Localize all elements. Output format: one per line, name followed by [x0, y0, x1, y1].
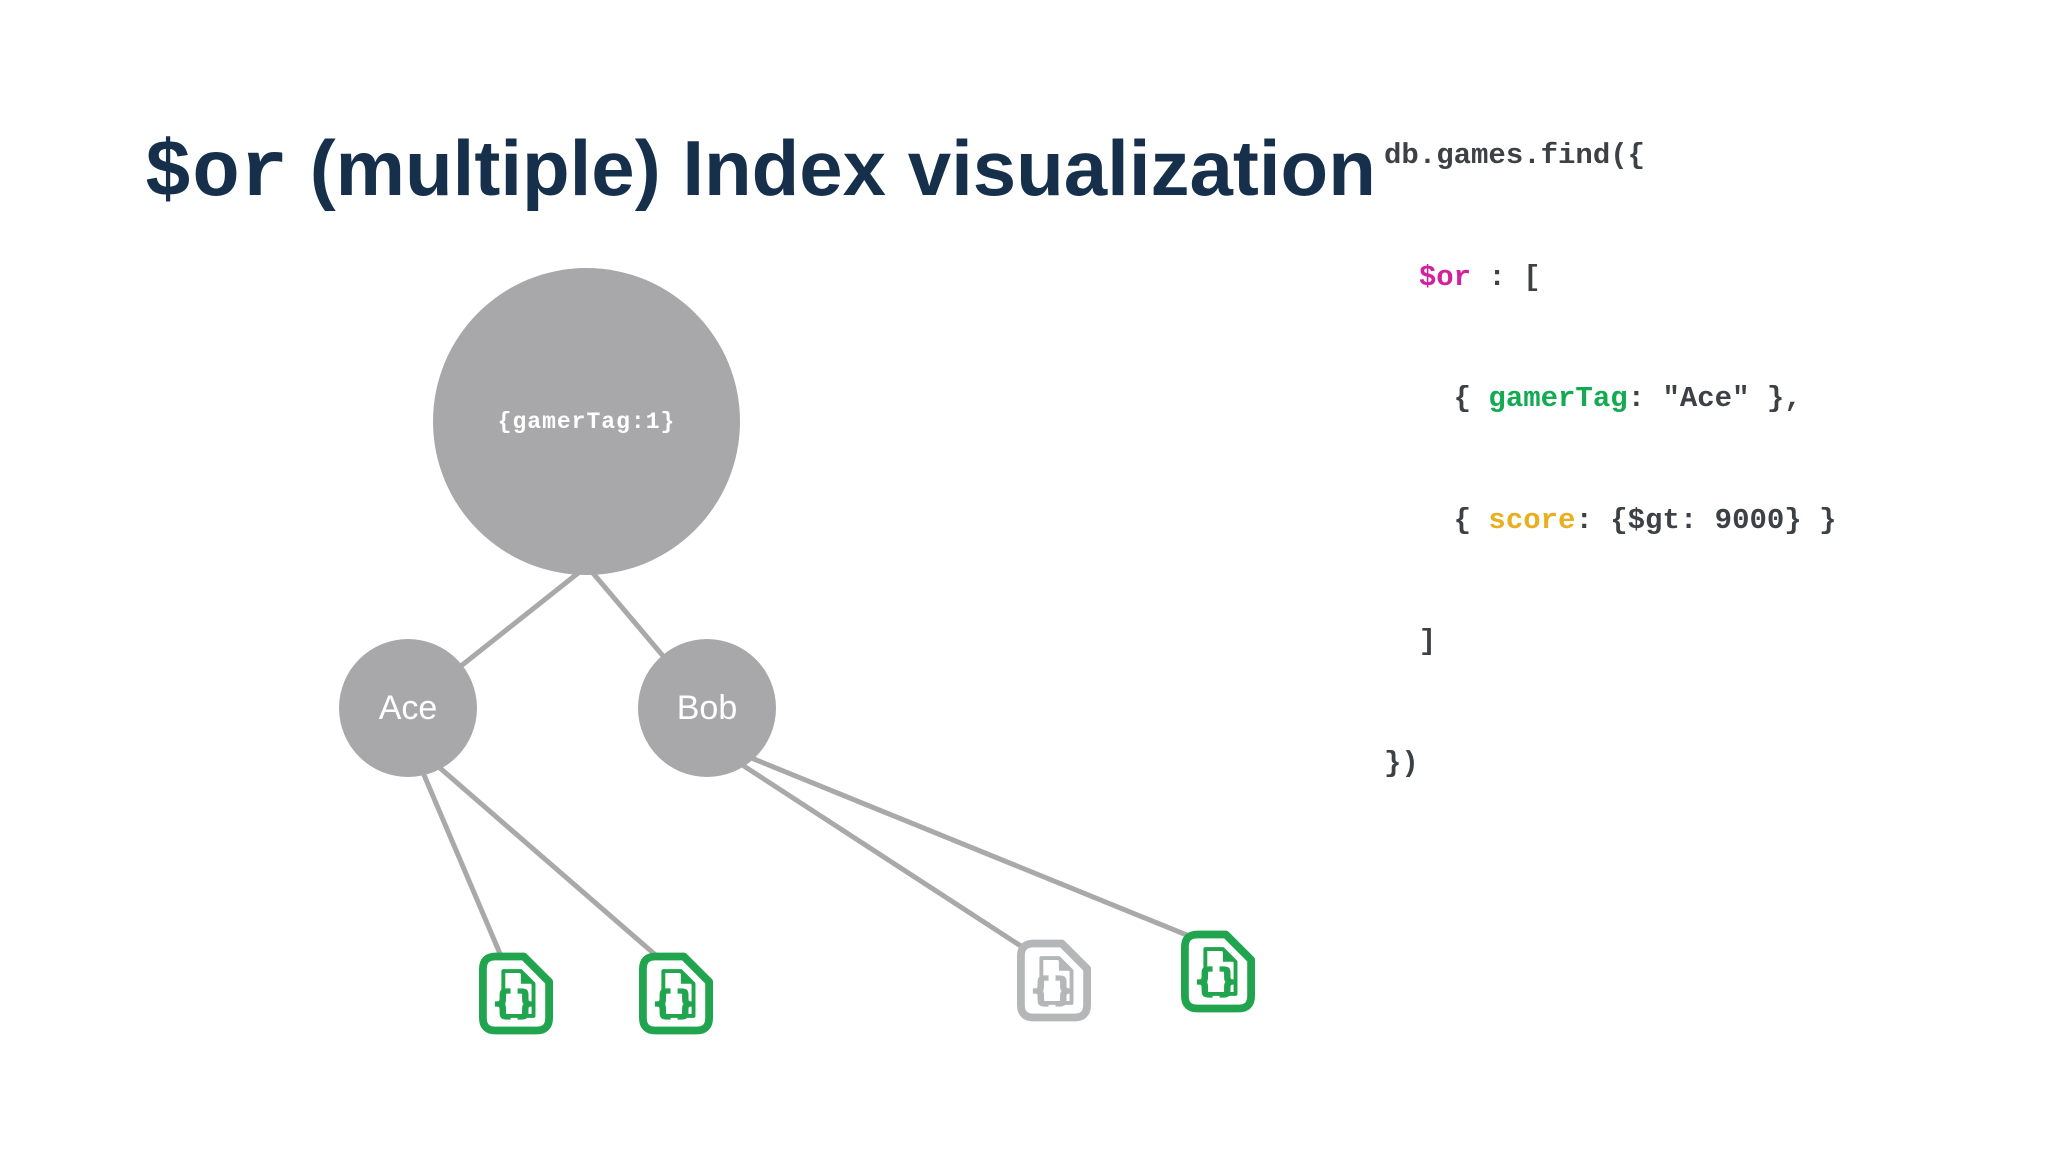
code-text: : {$gt: 9000} } [1575, 503, 1837, 537]
index-node-ace: Ace [339, 639, 477, 777]
index-root-node: {gamerTag:1} [433, 268, 740, 575]
edge-bob-doc3 [708, 741, 1032, 955]
code-line: { score: {$gt: 9000} } [1384, 501, 1837, 542]
code-text: { [1384, 382, 1489, 415]
index-root-label: {gamerTag:1} [497, 408, 676, 435]
code-key-gamertag: gamerTag [1488, 382, 1628, 415]
code-text: }) [1384, 746, 1419, 780]
code-text: : [ [1471, 260, 1541, 294]
index-node-ace-label: Ace [378, 688, 438, 727]
title-text: (multiple) Index visualization [288, 124, 1376, 212]
index-node-bob-label: Bob [676, 688, 738, 727]
code-line: ] [1384, 622, 1836, 663]
edge-ace-doc2 [408, 740, 661, 960]
document-icon: {} [1181, 930, 1255, 1013]
document-icon: {} [1017, 939, 1091, 1022]
code-operator: $or [1418, 260, 1472, 294]
edge-ace-doc1 [407, 741, 504, 957]
code-text: { [1384, 503, 1489, 537]
code-line: { gamerTag: "Ace" }, [1384, 379, 1836, 420]
document-icon: {} [479, 952, 553, 1035]
code-text: db.games.find({ [1384, 139, 1646, 172]
code-text: ] [1384, 625, 1437, 658]
page-title: $or (multiple) Index visualization [144, 128, 1376, 215]
code-snippet: db.games.find({ $or : [ { gamerTag: "Ace… [1384, 55, 1836, 865]
code-line: $or : [ [1384, 258, 1836, 299]
edge-bob-doc4 [711, 739, 1200, 943]
code-key-score: score [1488, 503, 1576, 537]
svg-text:{}: {} [653, 985, 698, 1021]
svg-text:{}: {} [1031, 972, 1076, 1008]
title-operator: $or [144, 129, 289, 220]
svg-text:{}: {} [1195, 963, 1240, 999]
document-icon: {} [639, 952, 713, 1035]
code-line: }) [1384, 744, 1836, 785]
index-node-bob: Bob [638, 639, 776, 777]
code-line: db.games.find({ [1384, 136, 1836, 177]
code-text: : "Ace" }, [1627, 382, 1802, 415]
svg-text:{}: {} [493, 985, 538, 1021]
